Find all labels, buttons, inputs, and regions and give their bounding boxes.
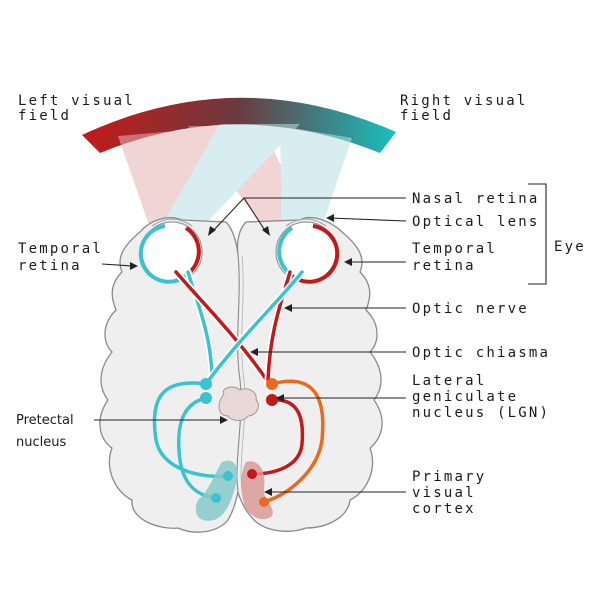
right-visual-field-line2: field — [400, 108, 453, 124]
temporal-retina-left-line2: retina — [18, 258, 82, 274]
primary-visual-cortex-line3: cortex — [412, 501, 476, 517]
primary-visual-cortex-line2: visual — [412, 485, 476, 501]
midbrain — [218, 386, 259, 421]
primary-visual-cortex-line1: Primary — [412, 469, 486, 485]
brain — [99, 217, 383, 533]
optic-chiasma-label: Optic chiasma — [412, 345, 550, 361]
pretectal-nucleus-line1: Pretectal — [16, 413, 74, 428]
optic-pathways — [172, 268, 306, 388]
optic-radiations — [152, 379, 325, 504]
visual-cortex — [195, 460, 273, 521]
nasal-retina-label: Nasal retina — [412, 191, 540, 207]
pretectal-nucleus-line2: nucleus — [16, 435, 66, 450]
temporal-retina-right-line2: retina — [412, 258, 476, 274]
left-visual-field-line2: field — [18, 108, 71, 124]
visual-field-arc — [82, 97, 396, 153]
lgn-line3: nucleus (LGN) — [412, 405, 550, 421]
temporal-retina-left-line1: Temporal — [18, 241, 103, 257]
optic-nerve-label: Optic nerve — [412, 301, 529, 317]
temporal-retina-right-line1: Temporal — [412, 241, 497, 257]
pointer-lines — [94, 183, 547, 496]
eye-label: Eye — [554, 239, 586, 255]
lgn-line2: geniculate — [412, 389, 518, 405]
optical-lens-label: Optical lens — [412, 214, 540, 230]
light-cones — [118, 124, 352, 236]
right-visual-field-line1: Right visual — [400, 93, 528, 109]
lgn-line1: Lateral — [412, 373, 486, 389]
right-eye — [275, 218, 340, 284]
labels: Left visual field Right visual field Nas… — [16, 93, 586, 517]
left-eye — [138, 218, 203, 284]
left-visual-field-line1: Left visual — [18, 93, 135, 109]
